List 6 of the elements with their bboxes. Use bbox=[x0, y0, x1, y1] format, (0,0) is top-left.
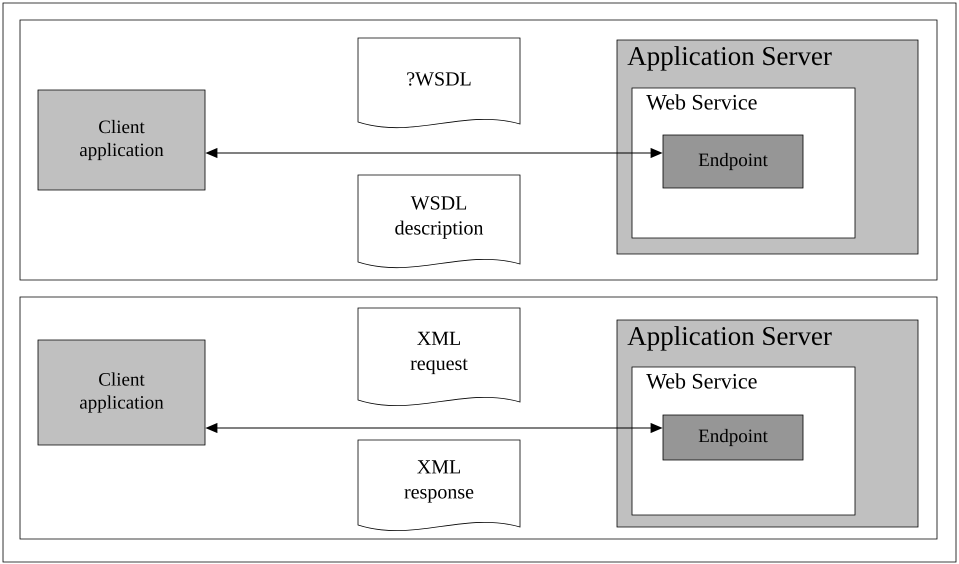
endpoint-box: Endpoint bbox=[662, 414, 804, 460]
panel-frame bbox=[20, 20, 938, 280]
panel-frame bbox=[20, 296, 938, 540]
process-box: Client application bbox=[38, 90, 206, 190]
process-box: Client application bbox=[38, 340, 206, 446]
endpoint-box: Endpoint bbox=[662, 134, 804, 188]
